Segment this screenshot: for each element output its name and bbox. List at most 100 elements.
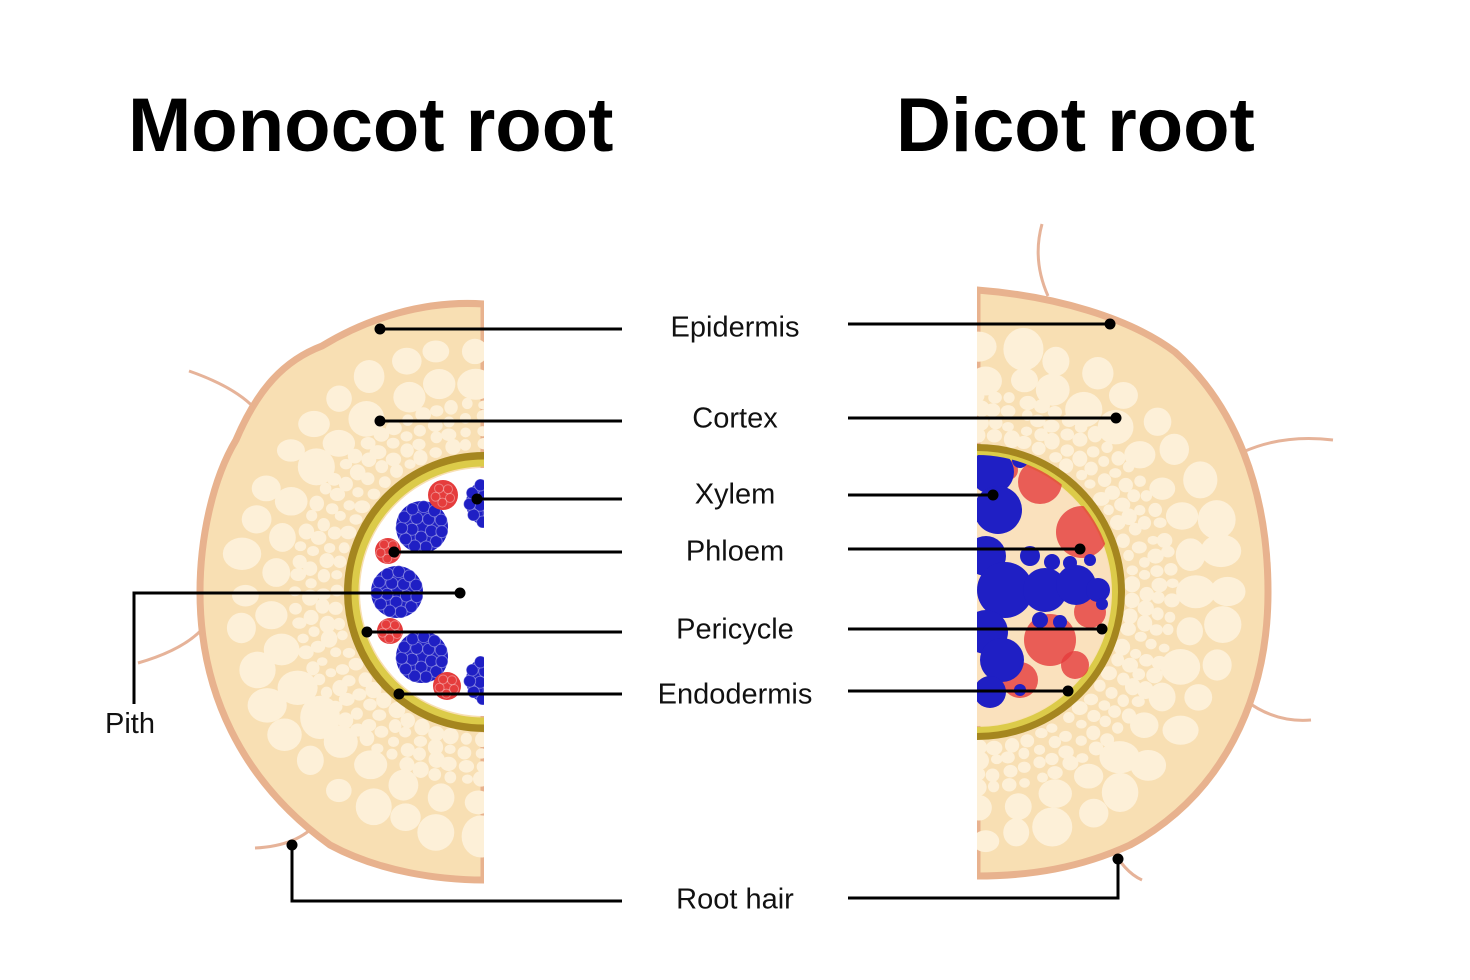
cortex-cell (445, 439, 461, 455)
cortex-cell (475, 732, 484, 748)
xylem-cell (1056, 565, 1096, 605)
phloem-cluster-cell (430, 491, 441, 502)
cortex-cell (292, 617, 307, 629)
dicot-root-section (977, 223, 1334, 882)
cortex-cell (428, 726, 445, 742)
cortex-cell (1162, 715, 1199, 745)
cortex-cell (1202, 649, 1232, 681)
cortex-cell (378, 476, 391, 489)
dicot-xylem-cells (977, 455, 1110, 708)
label-root-hair: Root hair (676, 883, 794, 916)
cortex-cell (310, 640, 326, 653)
leader-dot (1104, 318, 1116, 330)
cortex-cell (327, 700, 343, 713)
phloem-cell (1061, 651, 1089, 679)
xylem-cluster-cell (408, 669, 422, 683)
cortex-cell (1033, 756, 1046, 769)
leader-dot (987, 489, 999, 501)
cortex-cell (1146, 667, 1163, 684)
cortex-cell (1147, 535, 1159, 545)
cortex-cell (1018, 747, 1030, 760)
xylem-cluster-cell (414, 660, 428, 674)
cortex-cell (349, 514, 363, 525)
cortex-cell (1100, 733, 1115, 747)
cortex-cell (322, 429, 356, 457)
cortex-cell (989, 416, 1003, 430)
dicot-title: Dicot root (896, 83, 1255, 168)
root-hair (137, 621, 210, 665)
cortex-cell (317, 517, 330, 532)
cortex-cell (1183, 461, 1218, 499)
cortex-cell (306, 509, 318, 522)
cortex-cell (360, 436, 376, 450)
cortex-cell (417, 814, 455, 851)
cortex-cell (1122, 461, 1135, 473)
cortex-cell (298, 523, 315, 540)
cortex-cell (354, 750, 388, 780)
cortex-cell (1084, 461, 1098, 476)
phloem-cluster-cell (434, 682, 445, 693)
cortex-cell (1061, 413, 1077, 428)
cortex-cell (1127, 489, 1141, 503)
cortex-cell (241, 505, 272, 534)
cortex-cell (977, 795, 992, 821)
cortex-cell (1075, 719, 1087, 729)
cortex-cell (1151, 577, 1168, 593)
cortex-cell (1016, 435, 1032, 450)
xylem-cluster-cell (417, 500, 431, 514)
cortex-cell (317, 569, 331, 583)
cortex-cell (1084, 479, 1096, 489)
cortex-cell (338, 692, 355, 706)
cortex-cell (267, 718, 302, 751)
cortex-cell (388, 769, 419, 801)
cortex-cell (1108, 705, 1121, 718)
xylem-cluster-cell (404, 600, 418, 614)
cortex-cell (373, 427, 390, 442)
xylem-cluster-cell (496, 658, 508, 670)
cortex-cell (330, 584, 344, 597)
cortex-cell (393, 381, 426, 413)
cortex-cell (458, 759, 475, 773)
xylem-cluster-cell (488, 694, 500, 706)
cortex-cell (1164, 611, 1176, 623)
cortex-cell (328, 601, 343, 615)
dicot-pericycle (977, 451, 1118, 733)
leader-dot (388, 546, 400, 558)
cortex-cell (1111, 653, 1125, 667)
cortex-cell (1138, 569, 1151, 580)
monocot-cortex-cells (222, 338, 484, 858)
cortex-cell (1117, 694, 1129, 708)
cortex-cell (1130, 712, 1159, 738)
cortex-cell (1122, 608, 1138, 625)
cortex-cell (1087, 425, 1103, 443)
cortex-cell (1148, 682, 1176, 712)
cortex-cell (333, 617, 345, 631)
cortex-cell (472, 771, 484, 787)
cortex-cell (1083, 693, 1099, 706)
cortex-cell (349, 464, 366, 481)
phloem-cluster-cell (434, 483, 445, 494)
cortex-cell (461, 338, 484, 365)
cortex-cell (1003, 327, 1044, 371)
xylem-cluster-cell (395, 651, 409, 665)
cortex-cell (1134, 631, 1147, 642)
cortex-cell (1166, 578, 1179, 589)
cortex-cell (476, 409, 484, 423)
cortex-cell (478, 400, 484, 410)
cortex-cell (413, 747, 426, 761)
xylem-cluster-cell (409, 578, 423, 592)
xylem-cluster-cell (372, 575, 386, 589)
cortex-cell (296, 745, 324, 776)
xylem-cluster-cell (427, 634, 441, 648)
dicot-endodermis (977, 444, 1125, 740)
cortex-cell (334, 510, 346, 521)
cortex-cell (977, 830, 1000, 853)
cortex-cell (1139, 557, 1150, 568)
cortex-cell (1158, 643, 1170, 653)
cortex-cell (385, 452, 402, 467)
leader-dots (286, 318, 1124, 865)
cortex-cell (400, 712, 415, 729)
leader-dot (286, 839, 298, 851)
cortex-cell (1121, 708, 1137, 724)
